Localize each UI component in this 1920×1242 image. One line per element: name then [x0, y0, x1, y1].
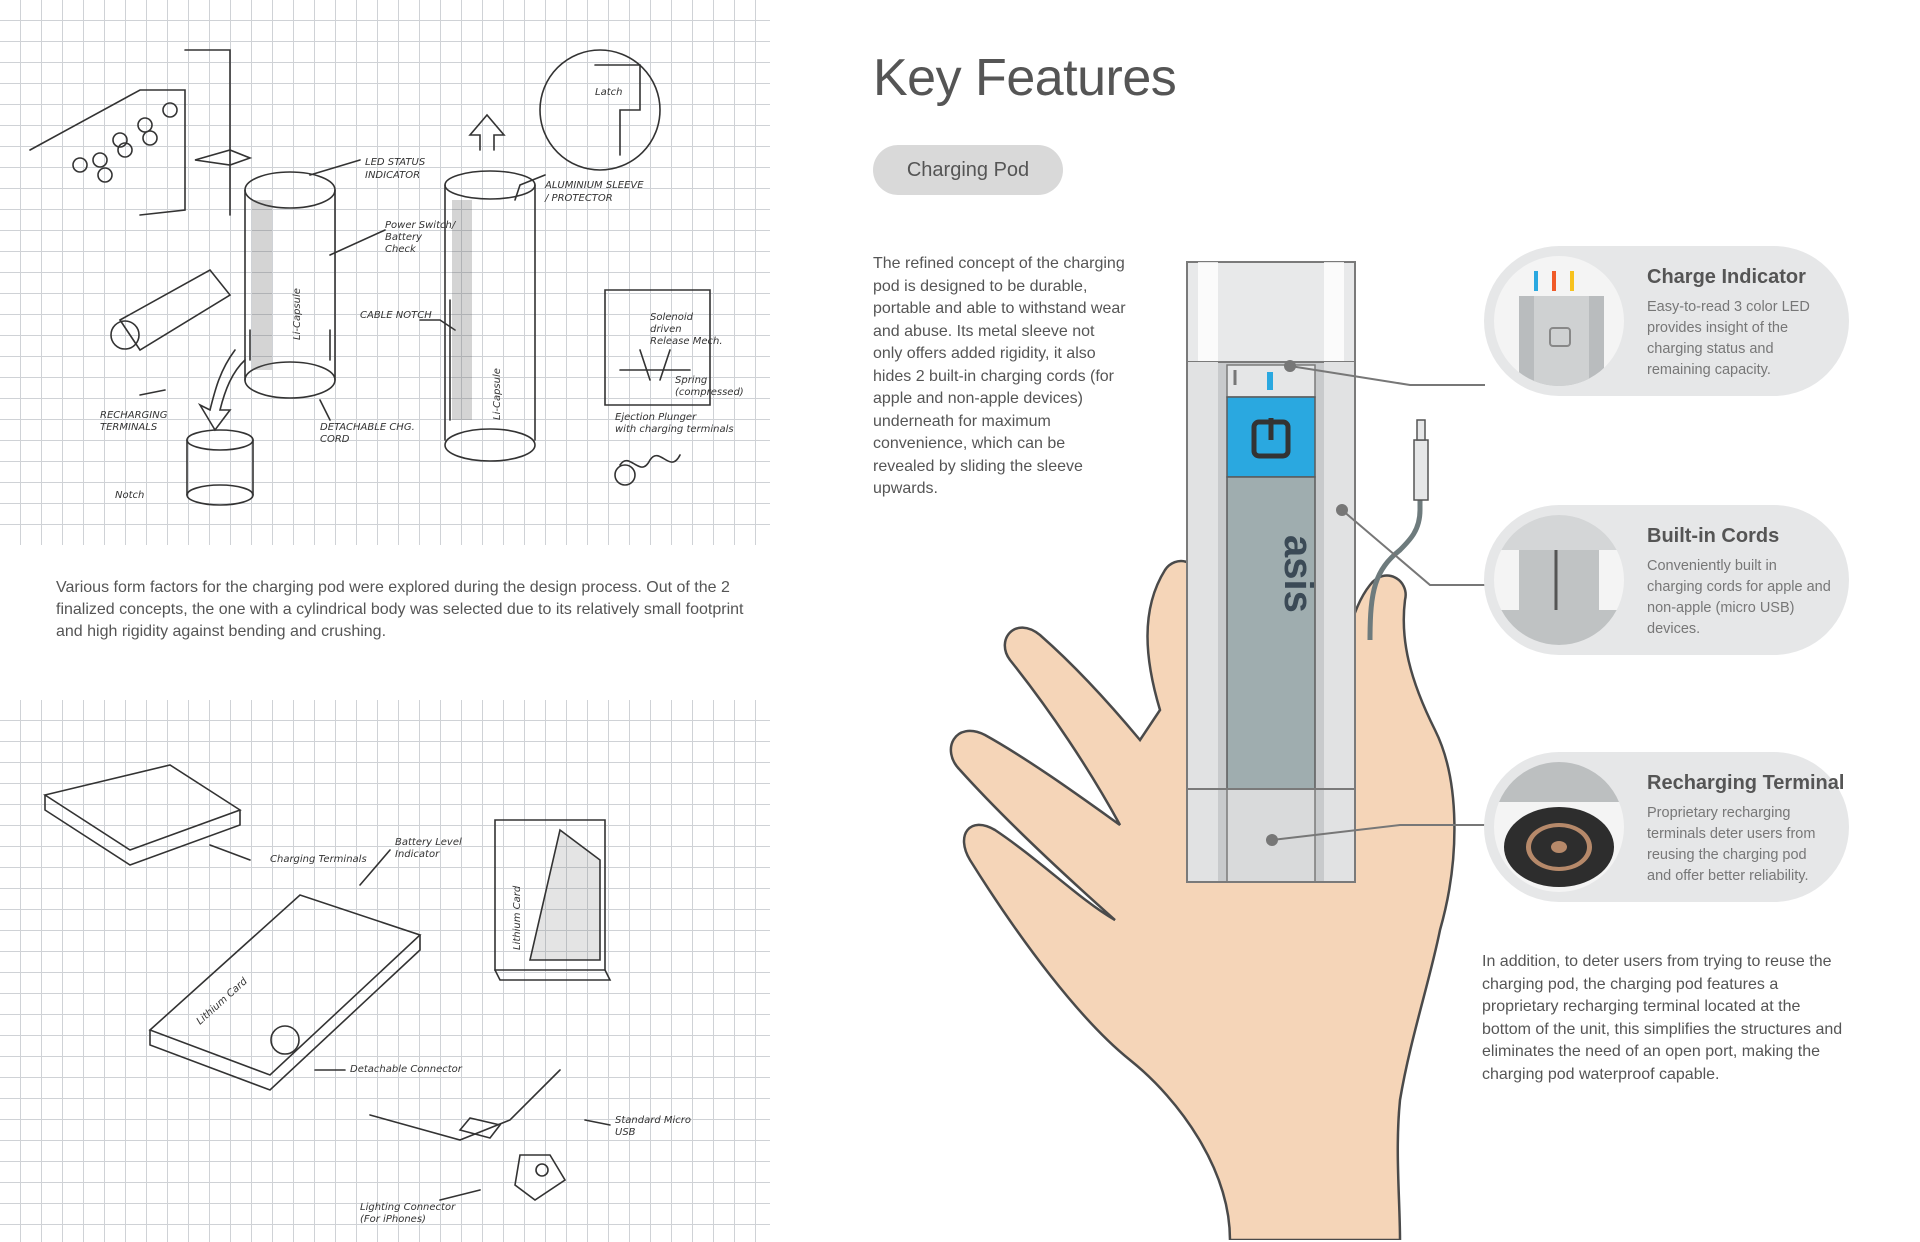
svg-text:DETACHABLE CHG.: DETACHABLE CHG. — [320, 422, 415, 433]
svg-text:Release Mech.: Release Mech. — [650, 336, 723, 347]
svg-text:Latch: Latch — [595, 87, 622, 98]
section-pill: Charging Pod — [873, 145, 1063, 195]
svg-text:Solenoid: Solenoid — [650, 312, 694, 323]
recharging-terminal-thumbnail — [1494, 762, 1624, 892]
svg-text:CORD: CORD — [320, 434, 350, 445]
feature-text: Proprietary recharging terminals deter u… — [1647, 805, 1816, 884]
concept-description: The refined concept of the charging pod … — [873, 255, 1126, 497]
svg-text:(compressed): (compressed) — [675, 387, 744, 398]
svg-text:USB: USB — [615, 1127, 636, 1138]
svg-text:Detachable Connector: Detachable Connector — [350, 1064, 463, 1075]
svg-text:Li-Capsule: Li-Capsule — [492, 368, 503, 420]
svg-text:Power Switch/: Power Switch/ — [385, 220, 457, 231]
svg-text:Charging Terminals: Charging Terminals — [270, 854, 367, 865]
charging-pod-sketches: LED STATUS INDICATOR ALUMINIUM SLEEVE / PR… — [29, 49, 744, 506]
charge-indicator-thumbnail — [1494, 256, 1624, 386]
sketch-caption: Various form factors for the charging po… — [56, 579, 744, 640]
feature-card-charge-indicator: Charge Indicator Easy-to-read 3 color LE… — [1484, 246, 1849, 396]
led-power-icon — [1549, 327, 1571, 347]
svg-text:Standard Micro: Standard Micro — [615, 1115, 691, 1126]
svg-text:Check: Check — [385, 244, 417, 255]
svg-text:Lighting Connector: Lighting Connector — [360, 1202, 456, 1213]
svg-text:LED STATUS: LED STATUS — [365, 157, 426, 168]
sketch-panel-top: LED STATUS INDICATOR ALUMINIUM SLEEVE / PR… — [0, 0, 770, 545]
svg-text:(For iPhones): (For iPhones) — [360, 1214, 426, 1225]
svg-text:driven: driven — [650, 324, 682, 335]
feature-title: Recharging Terminal — [1647, 772, 1845, 794]
brand-logo-text: asis — [1276, 535, 1320, 613]
svg-text:Li-Capsule: Li-Capsule — [292, 288, 303, 340]
svg-text:/ PROTECTOR: / PROTECTOR — [544, 193, 613, 204]
svg-text:ALUMINIUM SLEEVE: ALUMINIUM SLEEVE — [544, 180, 644, 191]
svg-text:TERMINALS: TERMINALS — [100, 422, 158, 433]
feature-card-built-in-cords: Built-in Cords Conveniently built in cha… — [1484, 505, 1849, 655]
svg-text:Indicator: Indicator — [395, 849, 440, 860]
svg-text:Lithium Card: Lithium Card — [512, 885, 523, 950]
product-illustration: asis — [949, 261, 1485, 1240]
feature-title: Built-in Cords — [1647, 525, 1780, 547]
svg-text:Battery: Battery — [385, 232, 423, 243]
charging-pod-device: asis — [1186, 261, 1356, 883]
svg-text:Ejection Plunger: Ejection Plunger — [615, 412, 697, 423]
page-title: Key Features — [873, 49, 1177, 107]
feature-text: Conveniently built in charging cords for… — [1647, 558, 1831, 637]
svg-text:Notch: Notch — [115, 490, 144, 501]
power-icon — [1251, 418, 1291, 459]
svg-text:RECHARGING: RECHARGING — [100, 410, 168, 421]
svg-text:Battery Level: Battery Level — [395, 837, 462, 848]
section-pill-label: Charging Pod — [906, 158, 1030, 181]
svg-text:INDICATOR: INDICATOR — [365, 170, 420, 181]
feature-title: Charge Indicator — [1647, 266, 1806, 288]
lithium-card-sketches: Charging Terminals Battery LevelIndicato… — [42, 764, 691, 1225]
additional-description: In addition, to deter users from trying … — [1482, 953, 1843, 1083]
feature-text: Easy-to-read 3 color LED provides insigh… — [1647, 299, 1810, 378]
built-in-cords-thumbnail — [1494, 515, 1624, 645]
feature-card-recharging-terminal: Recharging Terminal Proprietary rechargi… — [1484, 752, 1849, 902]
svg-text:Spring: Spring — [675, 375, 707, 386]
svg-text:with charging terminals: with charging terminals — [615, 424, 734, 435]
svg-text:CABLE NOTCH: CABLE NOTCH — [360, 310, 432, 321]
callout-lines — [1266, 360, 1485, 846]
